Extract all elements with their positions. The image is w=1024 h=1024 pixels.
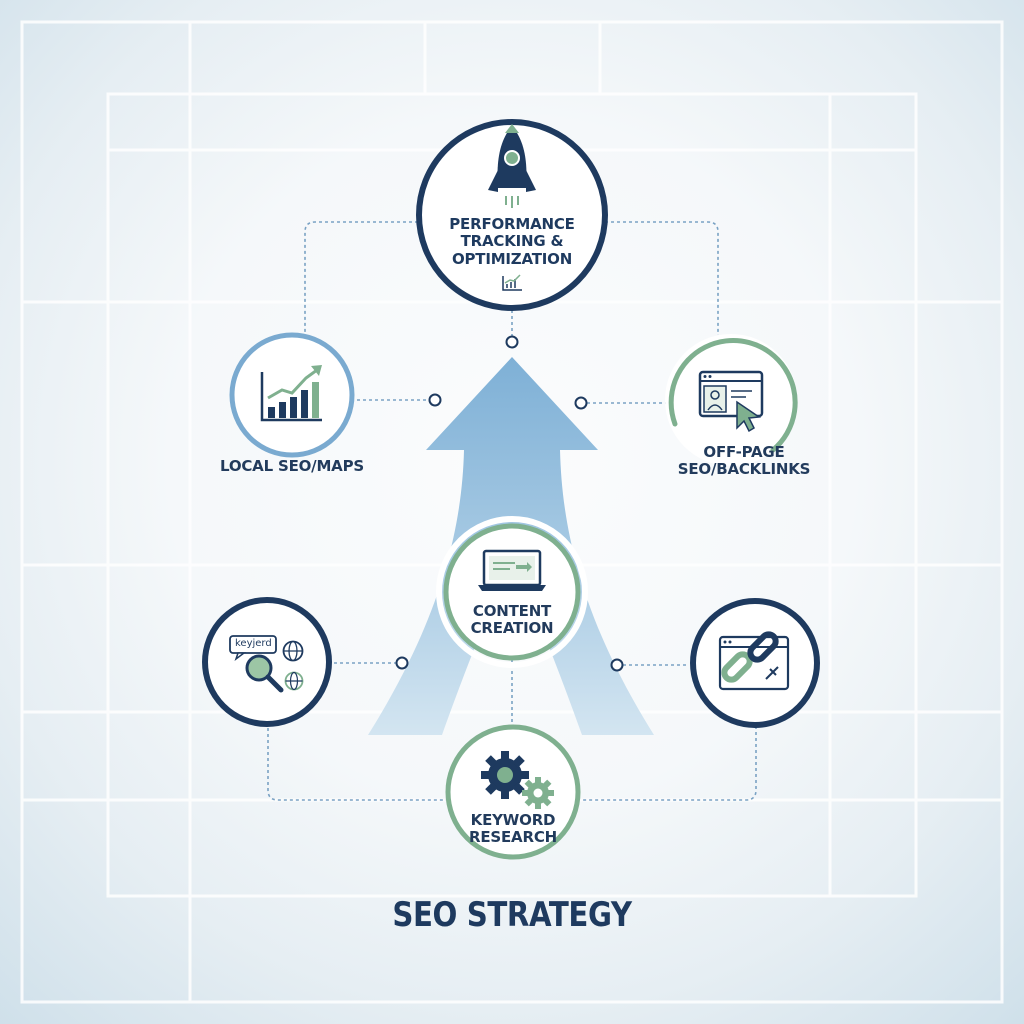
content-label: CONTENT CREATION	[452, 602, 572, 638]
connector-dots	[395, 335, 624, 672]
keyword-tag-text: keyjerd	[235, 638, 272, 649]
content-label-line2: CREATION	[470, 619, 554, 638]
keyword-research-label-line1: KEYWORD	[470, 811, 556, 829]
off-page-label-line2: SEO/BACKLINKS	[677, 460, 811, 479]
off-page-label: OFF-PAGE SEO/BACKLINKS	[664, 443, 824, 479]
performance-label-line3: OPTIMIZATION	[451, 249, 573, 268]
backlink-node	[690, 598, 820, 728]
chain-link-icon	[718, 631, 790, 691]
mini-chart-icon	[502, 274, 522, 291]
performance-label-line2: TRACKING &	[460, 232, 564, 251]
local-seo-label: LOCAL SEO/MAPS	[220, 457, 364, 475]
keyword-research-node	[445, 724, 581, 860]
keyword-research-label-line2: RESEARCH	[469, 828, 557, 847]
growth-chart-icon	[260, 365, 322, 422]
gears-icon	[481, 751, 554, 809]
performance-label-line1: PERFORMANCE	[449, 215, 575, 233]
rocket-icon	[488, 124, 536, 208]
content-node	[436, 516, 588, 668]
laptop-icon	[478, 549, 546, 591]
performance-label: PERFORMANCE TRACKING & OPTIMIZATION	[432, 215, 592, 268]
performance-node	[416, 119, 608, 311]
content-label-line1: CONTENT	[472, 602, 552, 620]
off-page-node	[665, 334, 798, 466]
local-seo-node	[229, 332, 355, 458]
keyword-search-node	[202, 597, 332, 727]
magnifier-globe-icon	[229, 635, 304, 693]
keyword-research-label: KEYWORD RESEARCH	[453, 811, 573, 847]
page-title: SEO STRATEGY	[392, 895, 632, 935]
off-page-label-line1: OFF-PAGE	[703, 443, 785, 461]
browser-cursor-icon	[698, 370, 764, 433]
